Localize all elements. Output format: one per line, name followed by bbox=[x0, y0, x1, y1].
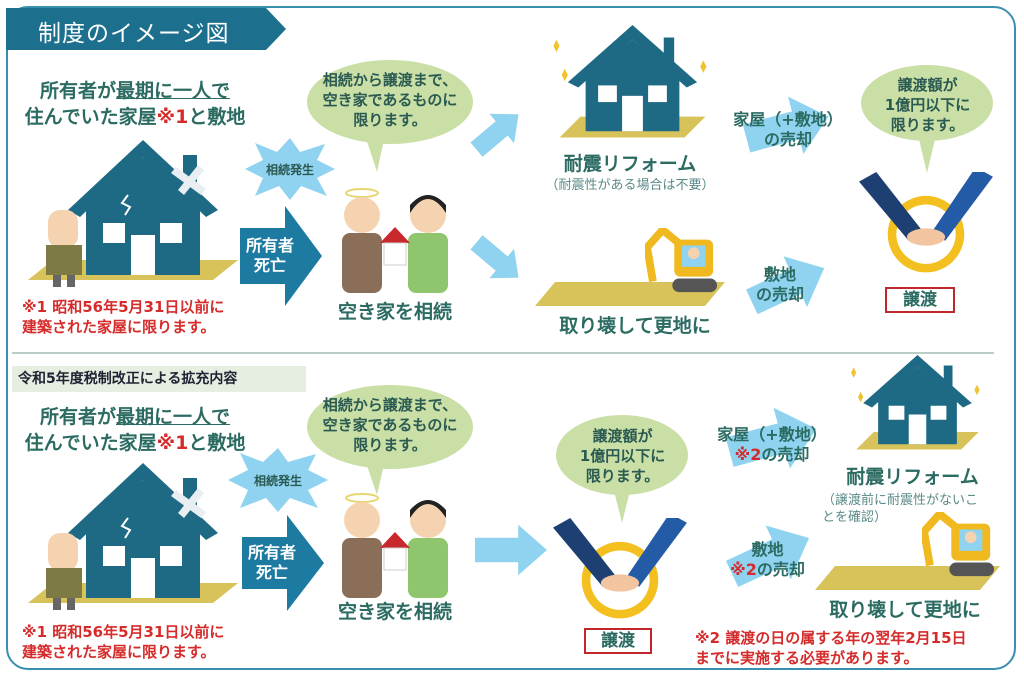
owner-heading-2: 所有者が最期に一人で 住んでいた家屋※1と敷地 bbox=[24, 406, 246, 454]
note-2: ※2 譲渡の日の属する年の翌年2月15日までに実施する必要があります。 bbox=[695, 629, 967, 667]
renovated-house-icon bbox=[545, 25, 720, 150]
sale-land-label: 敷地※2の売却 bbox=[730, 540, 805, 579]
broken-house-owner-icon bbox=[28, 135, 248, 295]
note-1: ※1 昭和56年5月31日以前に建築された家屋に限ります。 bbox=[22, 298, 225, 336]
inherit-vacant-label: 空き家を相続 bbox=[337, 301, 452, 323]
inheritance-people-icon bbox=[330, 490, 460, 600]
burst-icon bbox=[228, 448, 328, 512]
speech-bubble bbox=[307, 60, 473, 172]
inherit-vacant-label: 空き家を相続 bbox=[337, 601, 452, 623]
transfer-label: 譲渡 bbox=[584, 628, 652, 654]
owner-heading: 所有者が最期に一人で 住んでいた家屋※1と敷地 bbox=[24, 80, 246, 128]
owner-death-arrow bbox=[242, 515, 324, 611]
sale-land-label: 敷地の売却 bbox=[755, 265, 804, 304]
renovated-house-icon bbox=[835, 355, 1000, 460]
reform-sub: （耐震性がある場合は不要） bbox=[545, 178, 715, 193]
excavator-icon bbox=[645, 228, 723, 296]
section2-label: 令和5年度税制改正による拡充内容 bbox=[12, 366, 306, 392]
demolish-label: 取り壊して更地に bbox=[829, 599, 981, 621]
speech-bubble bbox=[307, 385, 473, 495]
owner-death-arrow bbox=[240, 206, 322, 306]
reform-label: 耐震リフォーム bbox=[846, 466, 979, 488]
speech-bubble bbox=[556, 415, 688, 523]
arrow-right-icon bbox=[475, 520, 547, 580]
demolish-label: 取り壊して更地に bbox=[559, 315, 711, 337]
reform-label: 耐震リフォーム bbox=[563, 153, 697, 175]
handshake-icon bbox=[857, 172, 995, 282]
transfer-label: 譲渡 bbox=[885, 287, 955, 313]
speech-bubble bbox=[861, 65, 993, 173]
excavator-icon bbox=[922, 512, 1000, 580]
reform-sub: （譲渡前に耐震性がないことを確認） bbox=[822, 493, 979, 525]
inheritance-occurs-label: 相続発生 bbox=[253, 474, 302, 488]
note-1-section2: ※1 昭和56年5月31日以前に建築された家屋に限ります。 bbox=[22, 623, 225, 661]
title-banner: 制度のイメージ図 bbox=[6, 8, 286, 50]
burst-icon bbox=[245, 138, 335, 200]
inheritance-occurs-label: 相続発生 bbox=[265, 163, 314, 177]
section-divider bbox=[12, 352, 994, 354]
owner-death-label: 所有者死亡 bbox=[245, 236, 294, 275]
sale-house-label: 家屋（+敷地）※2の売却 bbox=[717, 425, 827, 464]
page-title: 制度のイメージ図 bbox=[38, 21, 230, 47]
bubble-vacant-condition: 相続から譲渡まで、空き家であるものに限ります。 bbox=[322, 396, 458, 454]
bubble-vacant-condition: 相続から譲渡まで、空き家であるものに限ります。 bbox=[322, 71, 458, 129]
sale-house-label: 家屋（+敷地）の売却 bbox=[733, 110, 843, 149]
owner-death-label: 所有者死亡 bbox=[247, 543, 296, 582]
broken-house-owner-icon bbox=[28, 458, 248, 618]
handshake-icon bbox=[550, 518, 690, 628]
inheritance-people-icon bbox=[330, 185, 460, 295]
diagram-frame bbox=[6, 6, 1016, 670]
